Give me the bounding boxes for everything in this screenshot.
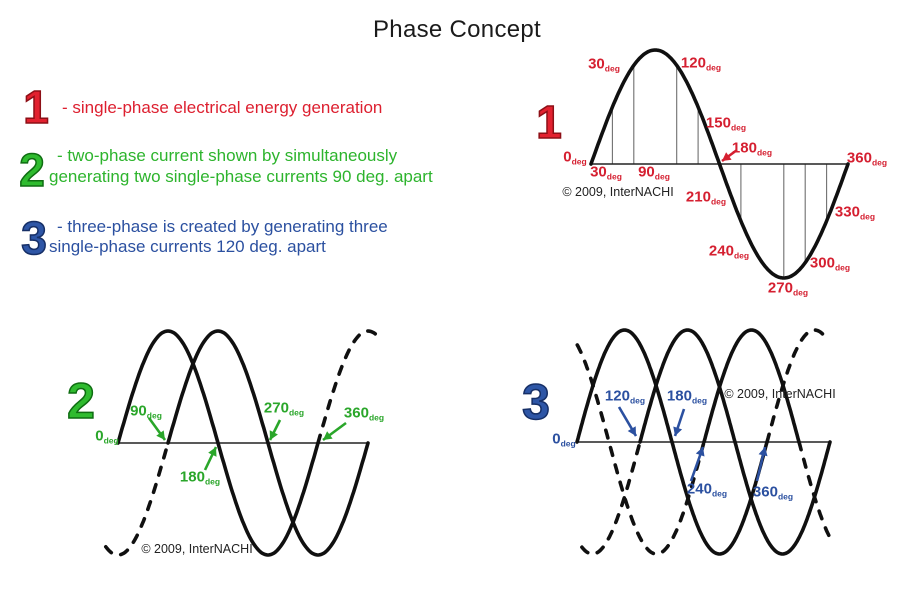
single-phase-degree-label-30deg: 30deg bbox=[588, 55, 620, 74]
copyright-two-phase: © 2009, InterNACHI bbox=[141, 542, 253, 556]
legend-text-three-phase-line2: single-phase currents 120 deg. apart bbox=[49, 237, 326, 256]
single-phase-degree-label-30deg: 30deg bbox=[590, 163, 622, 182]
two-phase-degree-label-90deg: 90deg bbox=[130, 402, 162, 421]
legend-numeral-3: 3 bbox=[20, 212, 47, 264]
three-phase-degree-label-240deg: 240deg bbox=[686, 480, 728, 499]
three-phase-degree-label-360deg: 360deg bbox=[752, 483, 794, 502]
page-title: Phase Concept bbox=[372, 16, 542, 43]
single-phase-degree-label-240deg: 240deg bbox=[708, 242, 750, 261]
three-phase-degree-label-0deg: 0deg bbox=[552, 430, 576, 449]
two-phase-degree-label-180deg: 180deg bbox=[179, 468, 221, 487]
three-phase-degree-label-180deg: 180deg bbox=[666, 387, 708, 406]
single-phase-degree-label-0deg: 0deg bbox=[563, 148, 587, 167]
single-phase-degree-label-330deg: 330deg bbox=[834, 203, 876, 222]
two-phase-degree-label-270deg: 270deg bbox=[263, 399, 305, 418]
legend-text-single-phase: - single-phase electrical energy generat… bbox=[62, 98, 383, 117]
single-phase-degree-label-180deg: 180deg bbox=[731, 139, 773, 158]
legend-text-two-phase-line2: generating two single-phase currents 90 … bbox=[49, 167, 433, 186]
single-phase-degree-label-270deg: 270deg bbox=[767, 279, 809, 298]
legend-text-three-phase-line1: - three-phase is created by generating t… bbox=[57, 217, 388, 236]
two-phase-degree-label-360deg: 360deg bbox=[343, 404, 385, 423]
single-phase-degree-label-150deg: 150deg bbox=[705, 114, 747, 133]
single-phase-degree-label-120deg: 120deg bbox=[680, 54, 722, 73]
single-phase-degree-label-90deg: 90deg bbox=[638, 163, 670, 182]
single-phase-degree-label-360deg: 360deg bbox=[846, 149, 888, 168]
legend-text-two-phase-line1: - two-phase current shown by simultaneou… bbox=[57, 146, 398, 165]
diagram-numeral-single-phase: 1 bbox=[535, 96, 562, 148]
legend-numeral-1: 1 bbox=[22, 81, 49, 133]
three-phase-degree-label-120deg: 120deg bbox=[604, 387, 646, 406]
diagram-numeral-three-phase: 3 bbox=[521, 374, 550, 430]
legend-numeral-2: 2 bbox=[18, 144, 45, 196]
copyright-single-phase: © 2009, InterNACHI bbox=[562, 185, 674, 199]
single-phase-degree-label-210deg: 210deg bbox=[685, 188, 727, 207]
single-phase-degree-label-300deg: 300deg bbox=[809, 254, 851, 273]
two-phase-degree-label-0deg: 0deg bbox=[95, 427, 119, 446]
diagram-numeral-two-phase: 2 bbox=[66, 373, 95, 429]
copyright-three-phase: © 2009, InterNACHI bbox=[724, 387, 836, 401]
